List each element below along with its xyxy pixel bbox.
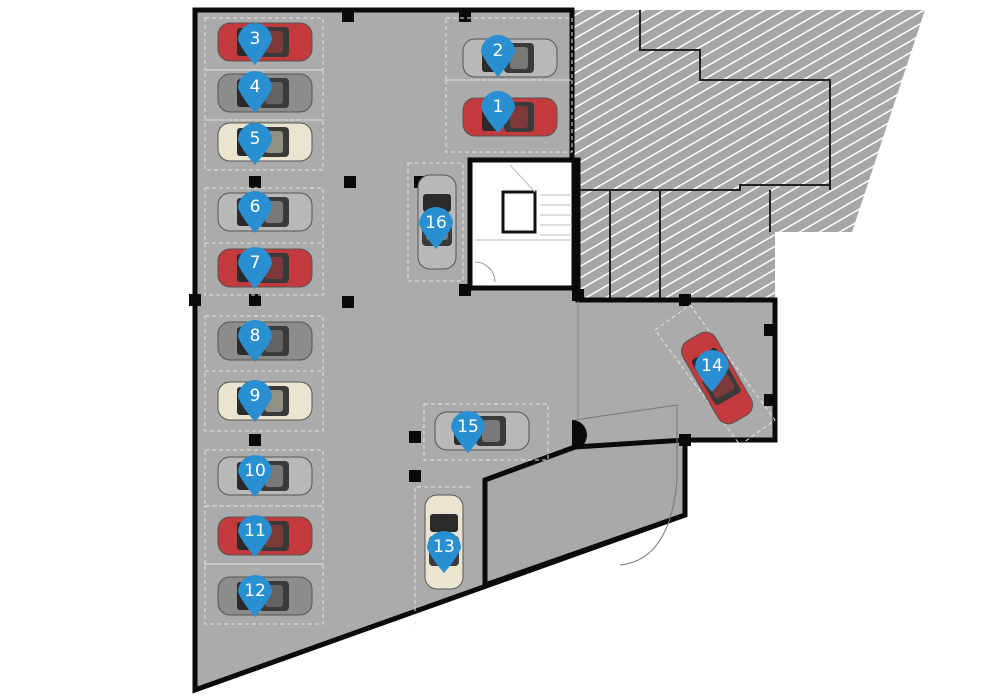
column — [342, 296, 354, 308]
spot-marker-16[interactable]: 16 — [419, 207, 453, 249]
map-pin-icon — [238, 380, 272, 422]
map-pin-icon — [419, 207, 453, 249]
bay-outline — [204, 242, 324, 296]
stairwell — [467, 157, 577, 291]
spot-marker-2[interactable]: 2 — [481, 35, 515, 77]
spot-marker-13[interactable]: 13 — [427, 531, 461, 573]
bay-outline — [204, 370, 324, 432]
spot-marker-14[interactable]: 14 — [695, 350, 729, 392]
spot-number: 5 — [250, 129, 261, 149]
spot-number: 9 — [250, 386, 261, 406]
parking-bay-outlines — [204, 17, 776, 625]
spot-marker-7[interactable]: 7 — [238, 247, 272, 289]
map-pin-icon — [451, 411, 485, 453]
map-pin-icon — [238, 191, 272, 233]
spot-number: 16 — [425, 213, 447, 233]
restricted-hatched-area — [572, 10, 925, 300]
column — [679, 294, 691, 306]
spot-number: 11 — [244, 521, 266, 541]
map-pin-icon — [238, 123, 272, 165]
column — [249, 434, 261, 446]
map-pin-icon — [481, 35, 515, 77]
spot-marker-3[interactable]: 3 — [238, 23, 272, 65]
column — [459, 10, 471, 22]
spot-marker-1[interactable]: 1 — [481, 91, 515, 133]
spot-marker-6[interactable]: 6 — [238, 191, 272, 233]
column — [459, 284, 471, 296]
bay-outline — [204, 17, 324, 71]
column — [679, 434, 691, 446]
bay-outline — [414, 486, 470, 625]
column — [344, 176, 356, 188]
spot-number: 15 — [457, 417, 479, 437]
spot-number: 12 — [244, 581, 266, 601]
bay-outline — [445, 79, 573, 153]
spot-number: 6 — [250, 197, 261, 217]
map-pin-icon — [238, 455, 272, 497]
bay-outline — [204, 119, 324, 171]
map-pin-icon — [481, 91, 515, 133]
spot-number: 13 — [433, 537, 455, 557]
column — [764, 324, 776, 336]
column — [342, 10, 354, 22]
column — [249, 294, 261, 306]
bay-outline — [423, 403, 549, 461]
spot-marker-10[interactable]: 10 — [238, 455, 272, 497]
spot-marker-15[interactable]: 15 — [451, 411, 485, 453]
map-pin-icon — [238, 320, 272, 362]
column — [189, 294, 201, 306]
column — [249, 176, 261, 188]
spot-number: 7 — [250, 253, 261, 273]
spot-marker-9[interactable]: 9 — [238, 380, 272, 422]
bay-outline — [445, 17, 573, 81]
spot-number: 2 — [493, 41, 504, 61]
map-pin-icon — [238, 23, 272, 65]
bay-outline — [654, 304, 776, 446]
spot-marker-11[interactable]: 11 — [238, 515, 272, 557]
spot-number: 8 — [250, 326, 261, 346]
map-pin-icon — [238, 515, 272, 557]
ramp — [482, 300, 688, 589]
column — [409, 470, 421, 482]
map-pin-icon — [238, 575, 272, 617]
spot-number: 14 — [701, 356, 723, 376]
spot-marker-5[interactable]: 5 — [238, 123, 272, 165]
map-pin-icon — [238, 71, 272, 113]
spot-number: 10 — [244, 461, 266, 481]
spot-marker-4[interactable]: 4 — [238, 71, 272, 113]
spot-marker-8[interactable]: 8 — [238, 320, 272, 362]
column — [764, 394, 776, 406]
spot-number: 4 — [250, 77, 261, 97]
bay-outline — [204, 563, 324, 625]
map-pin-icon — [695, 350, 729, 392]
column — [572, 289, 584, 301]
spot-number: 1 — [493, 97, 504, 117]
bay-outline — [407, 162, 464, 282]
spot-marker-12[interactable]: 12 — [238, 575, 272, 617]
column — [409, 431, 421, 443]
spot-number: 3 — [250, 29, 261, 49]
map-pin-icon — [427, 531, 461, 573]
hatched-area-walls — [578, 10, 831, 300]
map-pin-icon — [238, 247, 272, 289]
